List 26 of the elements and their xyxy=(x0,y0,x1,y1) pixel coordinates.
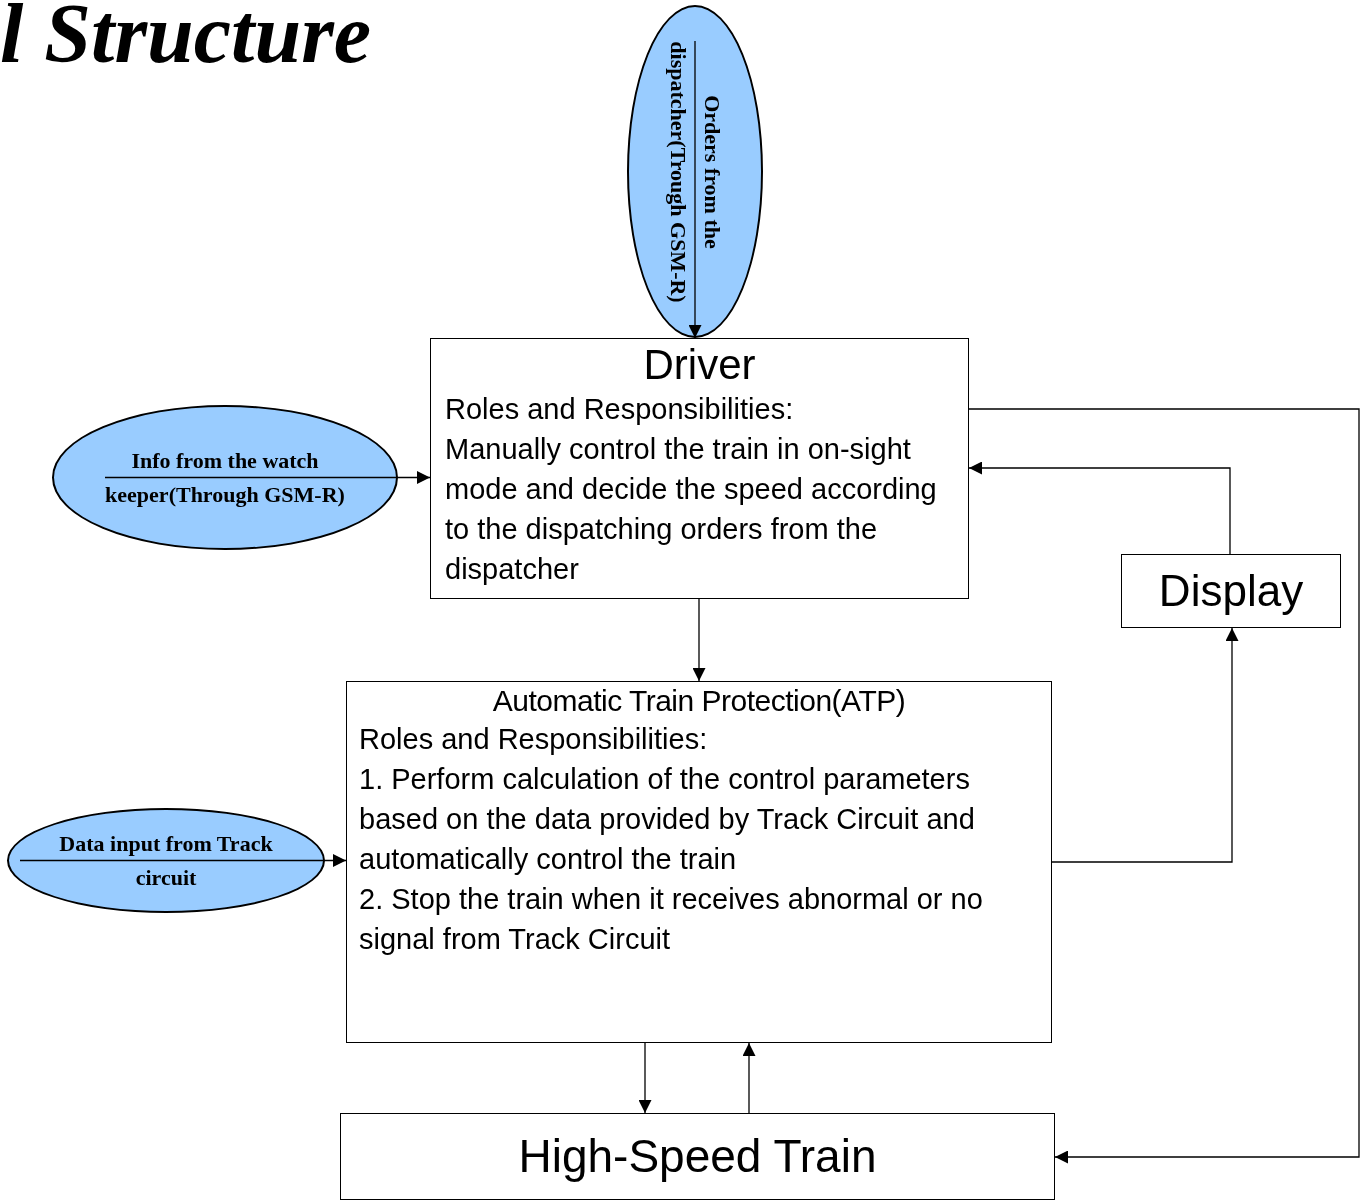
box-title: High-Speed Train xyxy=(517,1130,878,1183)
box-text: Roles and Responsibilities: xyxy=(359,721,709,757)
ellipse-label: Orders from the dispatcher(Trough GSM-R) xyxy=(665,39,726,305)
page-title: l Structure xyxy=(0,0,372,76)
box-text: Roles and Responsibilities: xyxy=(445,392,795,428)
box-title: Automatic Train Protection(ATP) xyxy=(491,684,907,719)
arrow xyxy=(692,598,706,682)
process-box xyxy=(346,681,1052,1043)
box-text: Manually control the train in on-sight mode and decide the speed according to the dispatching orders from the dispatcher xyxy=(445,432,938,588)
arrow xyxy=(968,408,1360,1164)
ellipse-label: Info from the watch keeper(Through GSM-R) xyxy=(104,446,346,509)
box-title: Driver xyxy=(642,341,757,390)
arrow xyxy=(104,471,431,484)
arrow xyxy=(968,461,1231,555)
arrow xyxy=(742,1042,756,1114)
process-box xyxy=(340,1113,1055,1200)
arrow xyxy=(1051,627,1239,863)
ellipse-label: Data input from Track circuit xyxy=(58,829,274,892)
arrow xyxy=(688,40,702,339)
box-title: Display xyxy=(1157,565,1305,617)
arrow xyxy=(638,1042,652,1114)
process-box xyxy=(430,338,969,599)
box-text: 2. Stop the train when it receives abnormal or no signal from Track Circuit xyxy=(359,881,984,957)
process-box xyxy=(1121,554,1341,628)
box-text: 1. Perform calculation of the control parameters based on the data provided by Track Circuit and automatically control the train xyxy=(359,761,976,877)
arrow xyxy=(19,854,347,867)
